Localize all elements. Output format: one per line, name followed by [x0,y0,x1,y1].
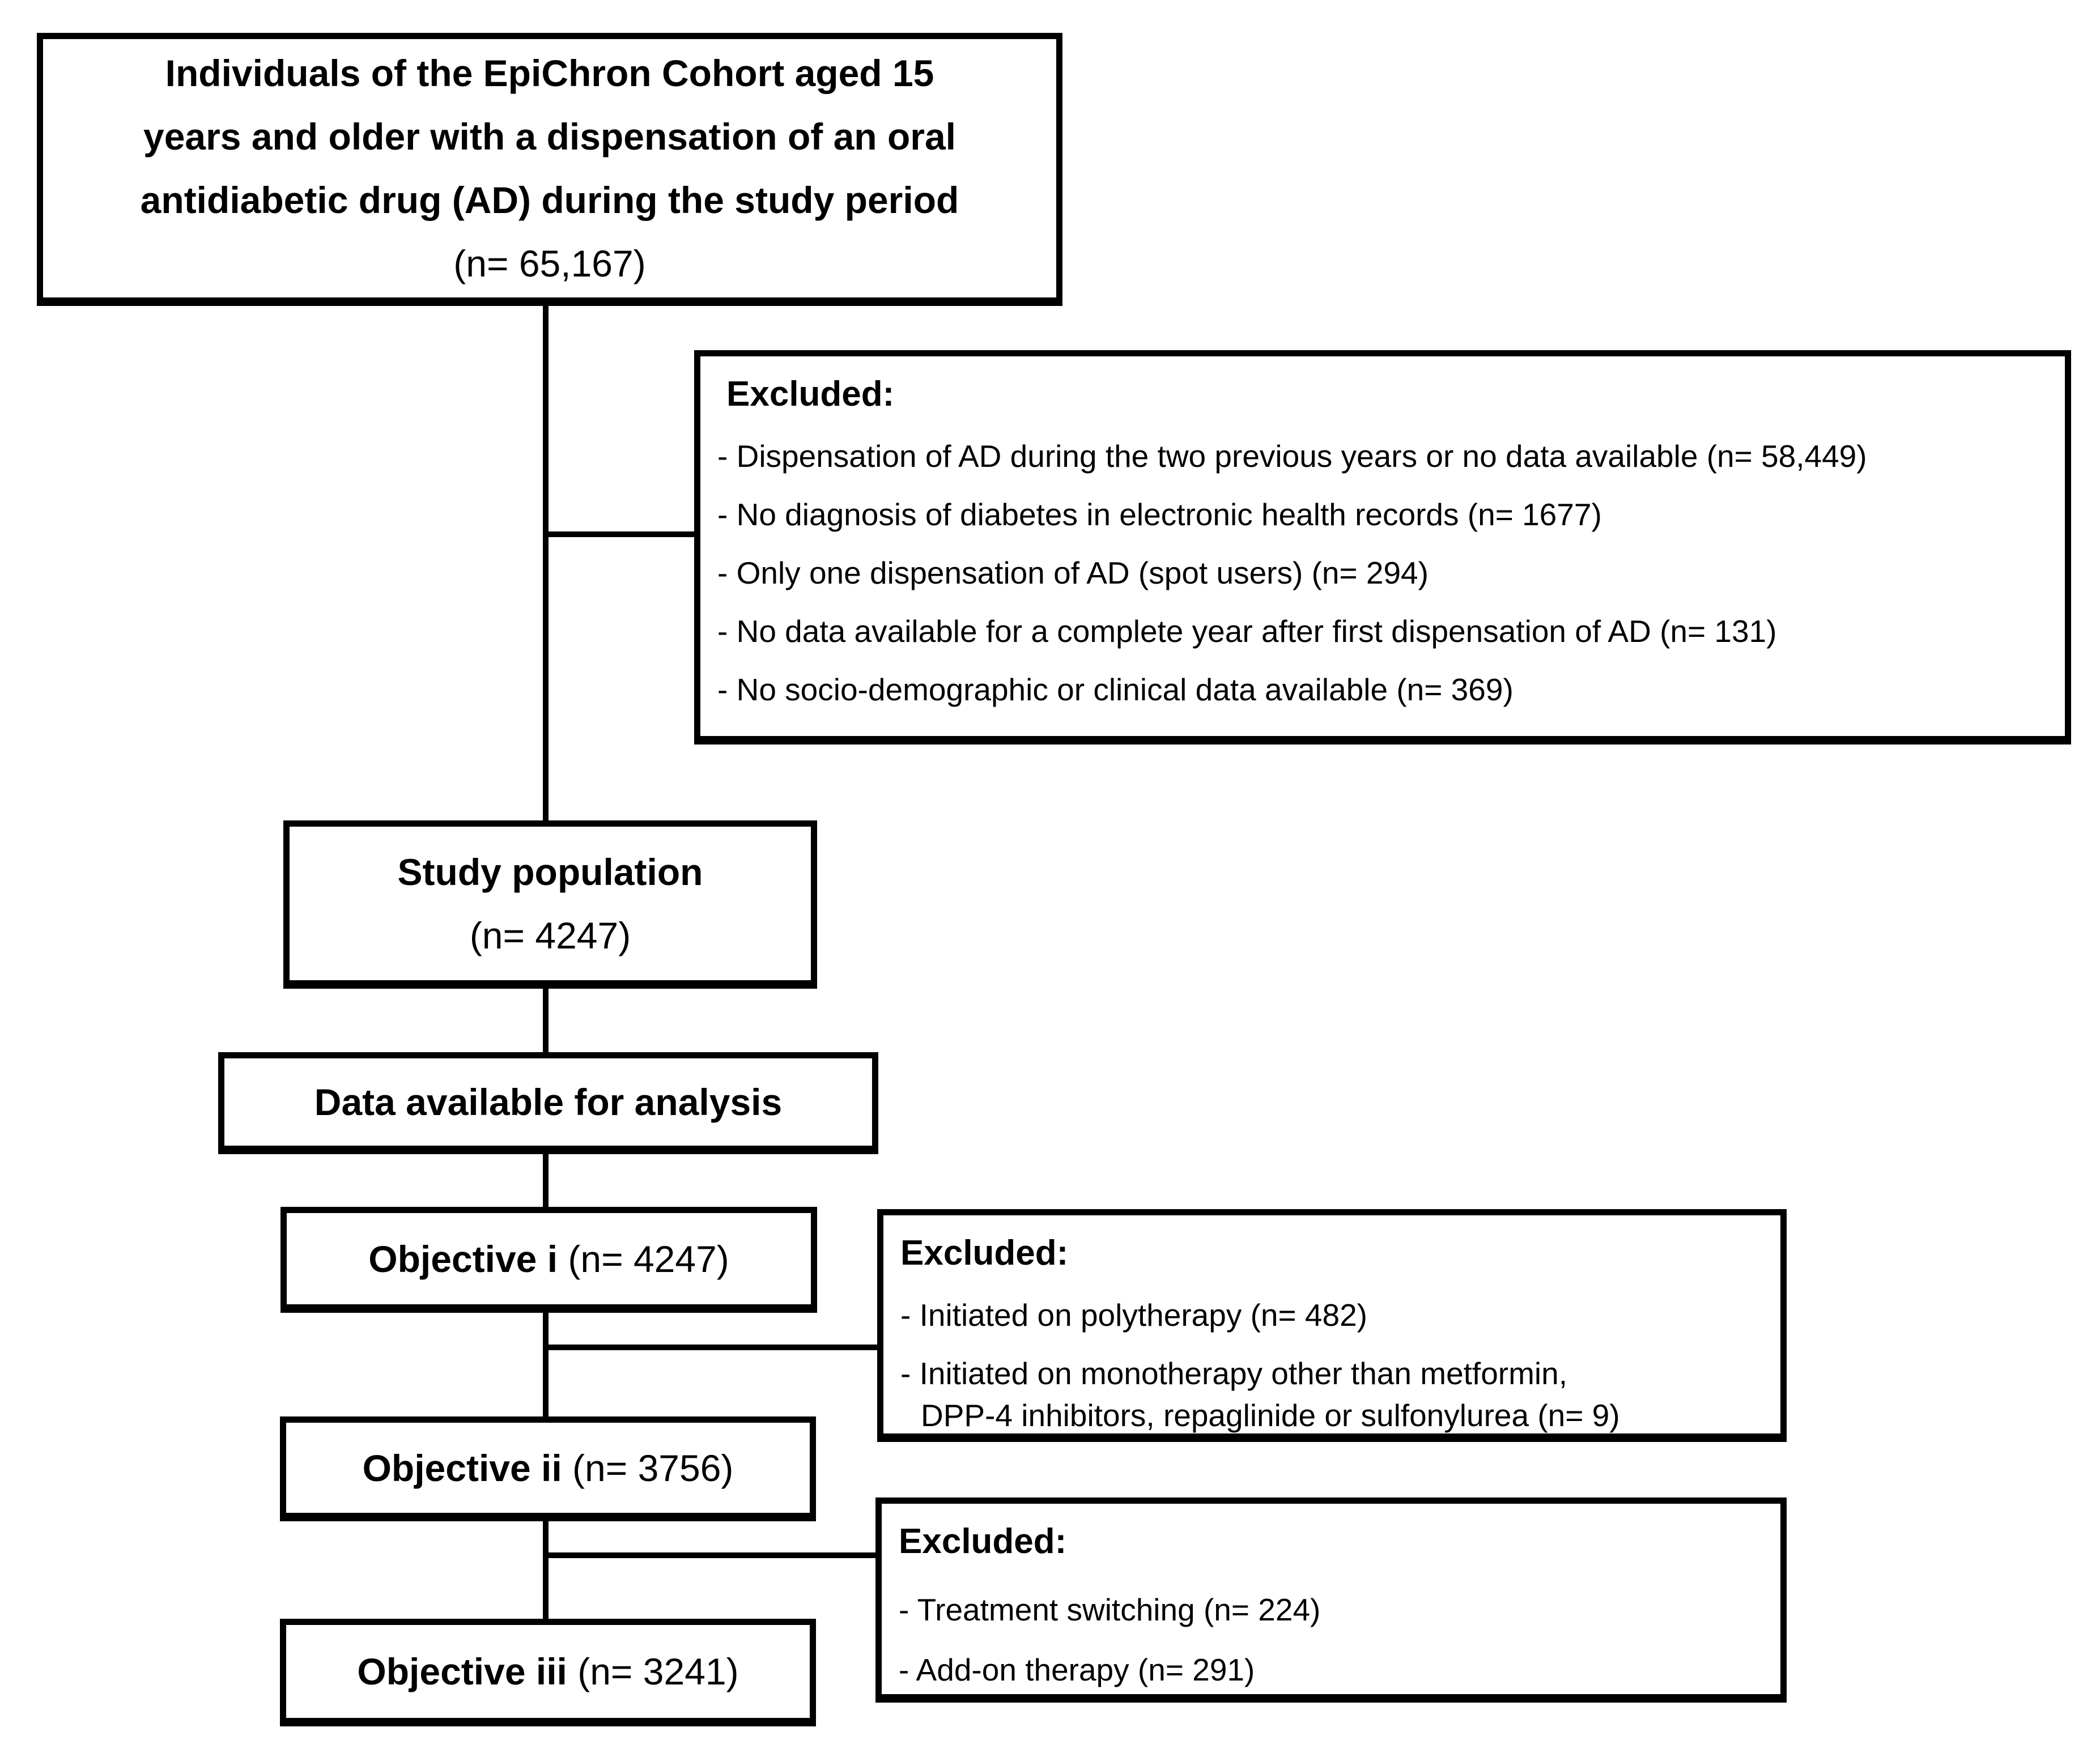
excluded-box-2: Excluded: - Initiated on polytherapy (n=… [877,1209,1787,1442]
objective-ii-title: Objective ii [362,1447,562,1489]
flow-branch-to-excluded-1 [543,531,697,537]
objective-i-title: Objective i [368,1237,558,1280]
objective-iii-box: Objective iii (n= 3241) [280,1619,816,1726]
flow-line-objective-i-to-objective-ii [543,1312,549,1418]
excluded-2-item: - Initiated on monotherapy other than me… [900,1356,1620,1433]
data-available-box: Data available for analysis [218,1052,878,1154]
cohort-n-count: (n= 65,167) [453,243,646,284]
flow-line-study-population-to-data-available [543,988,549,1053]
excluded-1-heading: Excluded: [726,375,895,414]
objective-ii-box: Objective ii (n= 3756) [280,1416,816,1521]
excluded-box-1: Excluded: - Dispensation of AD during th… [694,350,2071,745]
excluded-1-item: - Dispensation of AD during the two prev… [717,439,1867,474]
excluded-1-list: - Dispensation of AD during the two prev… [717,435,2049,711]
objective-ii-label: Objective ii (n= 3756) [363,1436,734,1500]
excluded-3-list: - Treatment switching (n= 224) - Add-on … [899,1589,1765,1691]
data-available-title: Data available for analysis [314,1081,783,1123]
objective-iii-label: Objective iii (n= 3241) [357,1640,738,1703]
cohort-line-2: years and older with a dispensation of a… [143,116,956,158]
cohort-line-3: antidiabetic drug (AD) during the study … [140,179,959,221]
excluded-1-item: - No data available for a complete year … [717,614,1777,649]
excluded-1-item: - No diagnosis of diabetes in electronic… [717,497,1602,532]
flow-line-cohort-to-study-population [543,305,549,823]
cohort-box: Individuals of the EpiChron Cohort aged … [37,33,1062,306]
excluded-3-item: - Add-on therapy (n= 291) [899,1652,1255,1687]
objective-ii-n-count: (n= 3756) [562,1447,734,1489]
excluded-2-item: - Initiated on polytherapy (n= 482) [900,1297,1367,1333]
objective-i-n-count: (n= 4247) [558,1237,729,1280]
objective-iii-title: Objective iii [357,1650,567,1692]
cohort-line-1: Individuals of the EpiChron Cohort aged … [165,52,934,94]
study-population-box: Study population (n= 4247) [283,820,817,989]
excluded-1-item: - Only one dispensation of AD (spot user… [717,555,1429,590]
flow-branch-to-excluded-2 [543,1345,881,1350]
flow-line-data-available-to-objective-i [543,1152,549,1208]
flow-branch-to-excluded-3 [543,1552,879,1558]
study-population-n-count: (n= 4247) [469,914,631,956]
study-population-title: Study population [397,850,703,893]
excluded-2-heading: Excluded: [900,1233,1069,1273]
objective-i-label: Objective i (n= 4247) [368,1227,729,1291]
excluded-3-item: - Treatment switching (n= 224) [899,1592,1321,1627]
flow-line-objective-ii-to-objective-iii [543,1520,549,1620]
objective-i-box: Objective i (n= 4247) [280,1207,817,1313]
excluded-box-3: Excluded: - Treatment switching (n= 224)… [875,1497,1787,1703]
objective-iii-n-count: (n= 3241) [567,1650,739,1692]
excluded-1-item: - No socio-demographic or clinical data … [717,672,1514,707]
excluded-3-heading: Excluded: [899,1522,1067,1561]
excluded-2-list: - Initiated on polytherapy (n= 482) - In… [900,1294,1765,1436]
